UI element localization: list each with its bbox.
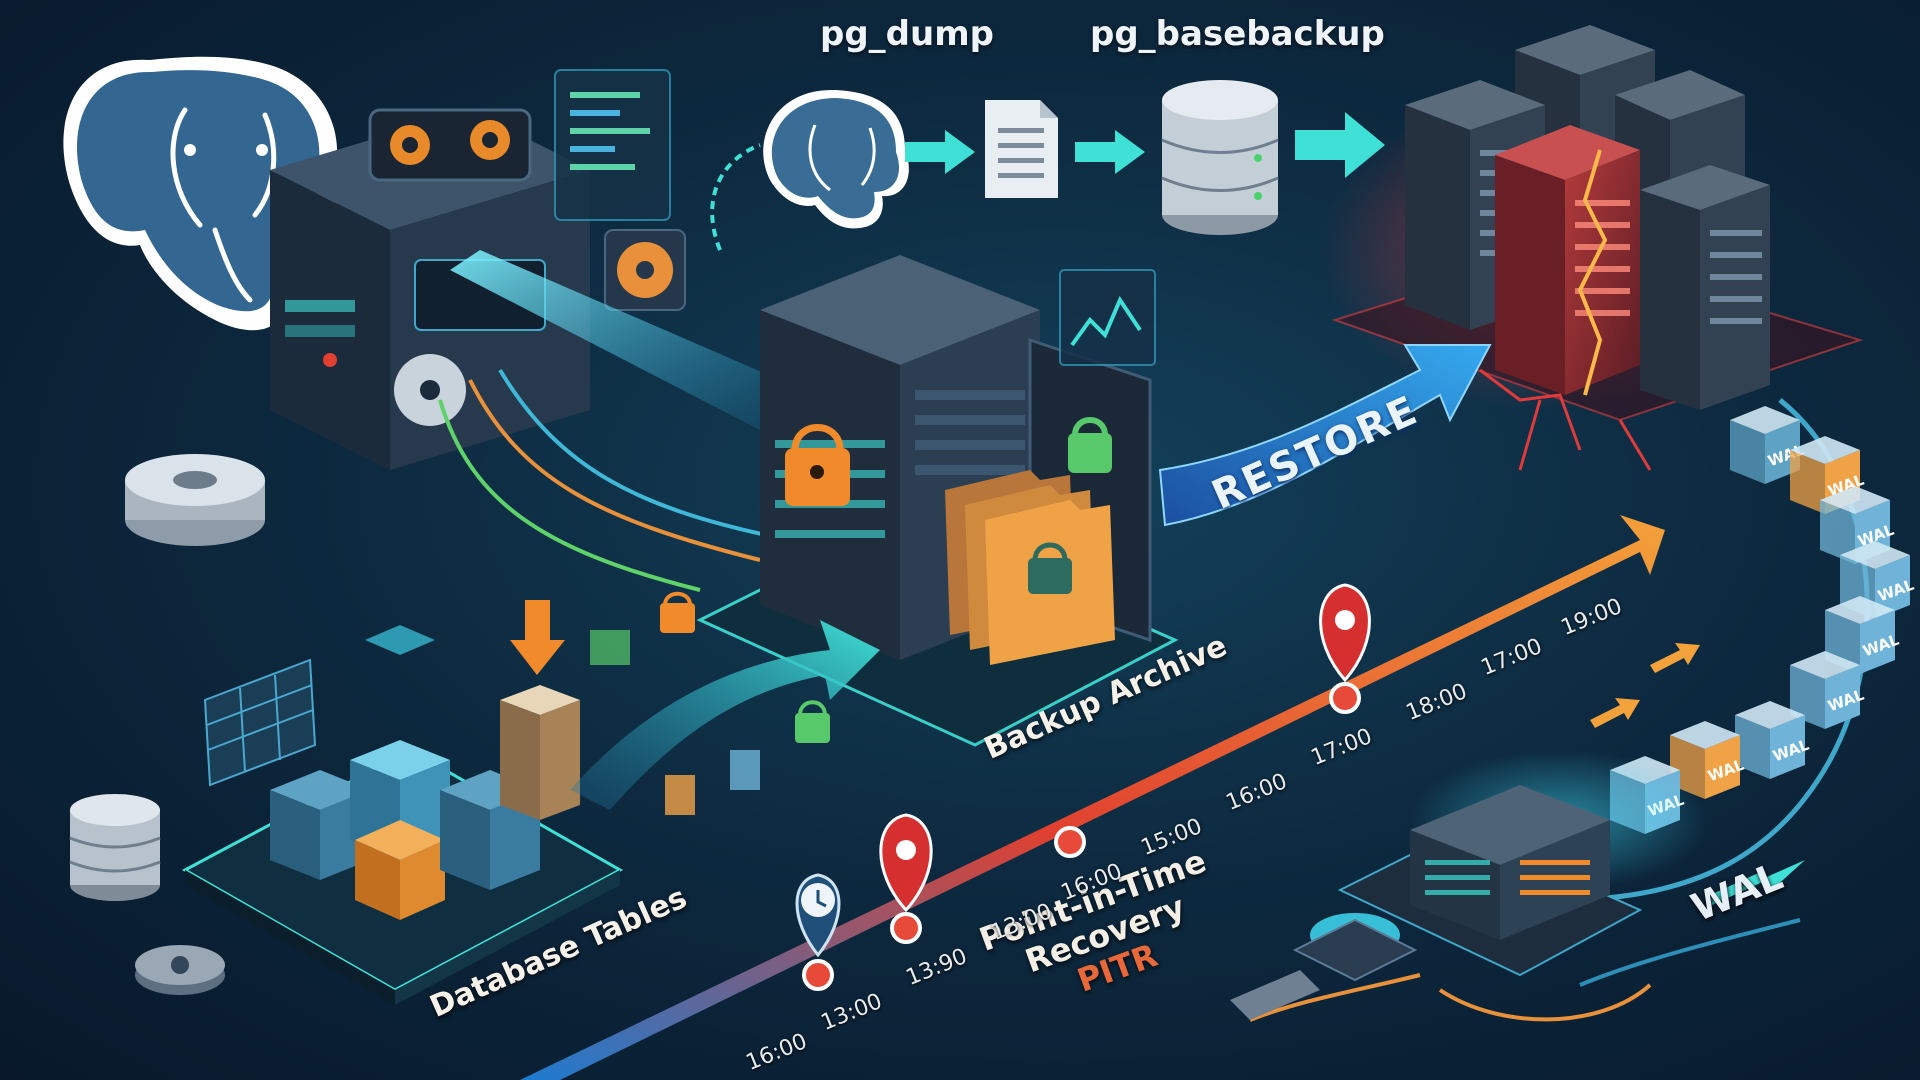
location-pin-icon-2	[1319, 583, 1371, 683]
backup-flow-arrow	[570, 620, 880, 810]
pitr-timeline	[520, 515, 1665, 1080]
arrow-dump-to-file	[905, 130, 975, 174]
wal-archive-server	[1230, 750, 1710, 1022]
cable-lines	[438, 143, 791, 592]
table-grid-icon	[203, 658, 317, 787]
gear-disk-icon	[135, 945, 225, 995]
failed-server-cluster	[1320, 25, 1864, 471]
database-icon	[1161, 80, 1279, 235]
pg-dump-label: pg_dump	[820, 14, 994, 54]
small-lock-icons	[590, 591, 830, 815]
pg-dump-elephant-icon	[763, 89, 909, 229]
wal-block: WAL	[1790, 651, 1867, 729]
pg-basebackup-label: pg_basebackup	[1090, 14, 1385, 54]
wal-blocks: WALWALWALWALWALWALWALWALWAL	[1610, 406, 1917, 834]
folder-stack-icon	[945, 470, 1115, 665]
lock-icon-archive-orange	[785, 424, 850, 506]
small-wal-flow-arrows	[1590, 643, 1700, 728]
tape-drive-server-icon	[270, 108, 590, 470]
wal-arrow	[1710, 860, 1805, 905]
restore-arrow	[1158, 344, 1492, 527]
data-stream-beam	[450, 250, 780, 430]
location-pin-icon-1	[879, 813, 933, 913]
lock-icon-archive-green	[1068, 417, 1112, 473]
wal-block: WAL	[1730, 406, 1807, 484]
database-tables-platform	[181, 600, 624, 1005]
clock-pin-icon	[795, 873, 841, 958]
document-icon	[985, 100, 1058, 198]
wal-block: WAL	[1825, 596, 1902, 674]
disk-stack-icon	[125, 454, 265, 546]
wal-block: WAL	[1735, 701, 1812, 779]
code-panel-icon	[554, 69, 671, 221]
postgres-elephant-logo	[63, 56, 338, 331]
arrow-file-to-db	[1075, 130, 1145, 174]
database-icon-left	[69, 794, 161, 901]
chart-panel-icon	[1059, 269, 1156, 366]
disk-icon	[604, 229, 686, 311]
